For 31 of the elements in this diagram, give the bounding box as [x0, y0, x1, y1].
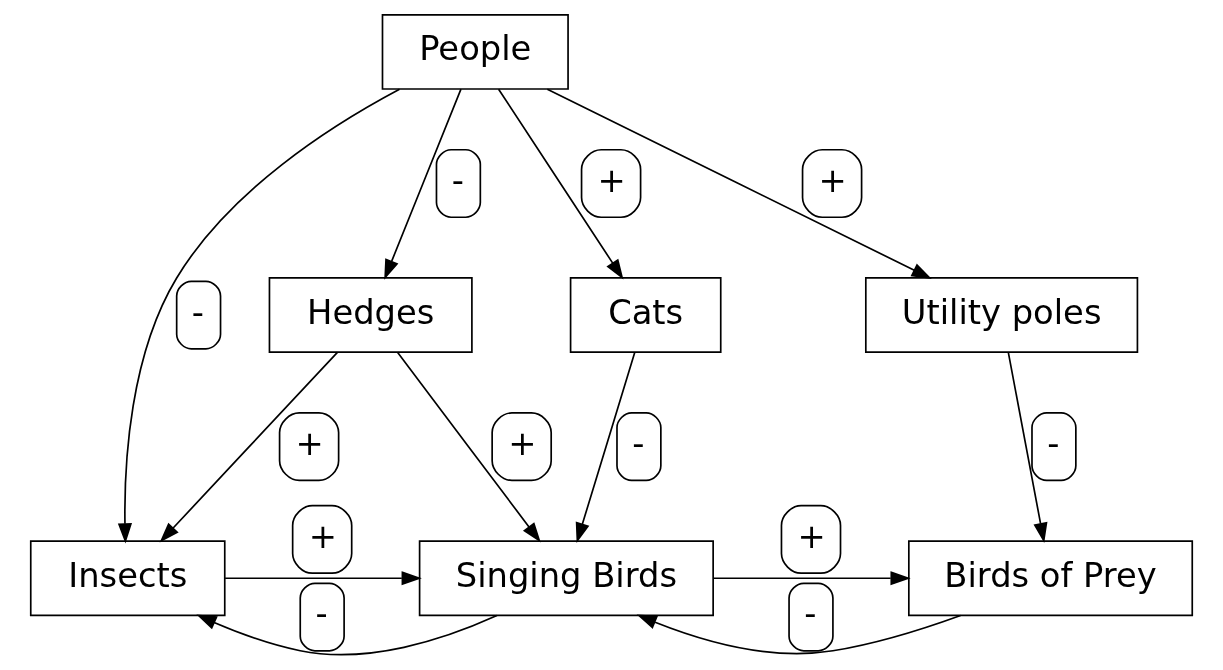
- arrow: [117, 88, 401, 544]
- node-box: Singing Birds: [418, 540, 714, 617]
- node-box: Insects: [29, 540, 226, 617]
- edge-label: -: [1047, 424, 1060, 464]
- arrow: [196, 614, 498, 656]
- node-box: Birds of Prey: [908, 540, 1194, 617]
- node-box: Hedges: [268, 277, 473, 354]
- edge-label: +: [308, 516, 337, 556]
- arrow: [712, 571, 911, 586]
- arrow: [546, 88, 932, 279]
- edge-label: +: [818, 160, 847, 200]
- edge-label: -: [191, 292, 205, 332]
- edge-label: -: [315, 594, 328, 634]
- edge-label: -: [451, 160, 464, 200]
- arrow: [159, 351, 339, 543]
- node-box: Utility poles: [864, 277, 1139, 354]
- node-box: People: [381, 13, 569, 90]
- arrow: [575, 351, 636, 544]
- arrow: [1007, 351, 1048, 544]
- edge-label: -: [632, 424, 645, 464]
- arrow: [224, 571, 422, 586]
- edge-label: +: [295, 424, 324, 464]
- arrow: [396, 351, 541, 543]
- arrow: [384, 88, 462, 280]
- edge-label: +: [508, 424, 537, 464]
- node-box: Cats: [569, 277, 722, 354]
- arrow: [636, 614, 962, 655]
- arrow: [497, 88, 624, 280]
- edge-label: -: [804, 594, 817, 634]
- edge-label: +: [597, 160, 626, 200]
- edge-label: +: [797, 516, 826, 556]
